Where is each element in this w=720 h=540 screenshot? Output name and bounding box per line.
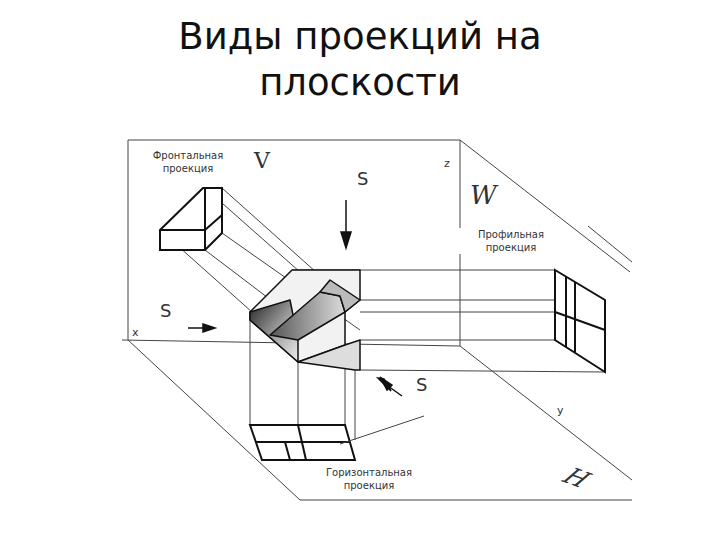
view-direction-letter: S — [160, 300, 171, 321]
axis-letter: y — [557, 404, 564, 417]
profile-projection-label: Профильная проекция — [456, 228, 566, 254]
slide-title: Виды проекций на плоскости — [120, 14, 600, 106]
axis-letter: z — [444, 157, 450, 170]
plane-letter: H — [557, 463, 596, 493]
view-direction-letter: S — [357, 168, 368, 189]
axis-letter: x — [132, 326, 139, 339]
frontal-projection-label: Фронтальная проекция — [138, 149, 238, 175]
plane-letter: W — [470, 180, 497, 210]
plane-letter: V — [254, 148, 270, 173]
horizontal-projection-label: Горизонтальная проекция — [304, 466, 434, 492]
view-direction-letter: S — [416, 374, 427, 395]
